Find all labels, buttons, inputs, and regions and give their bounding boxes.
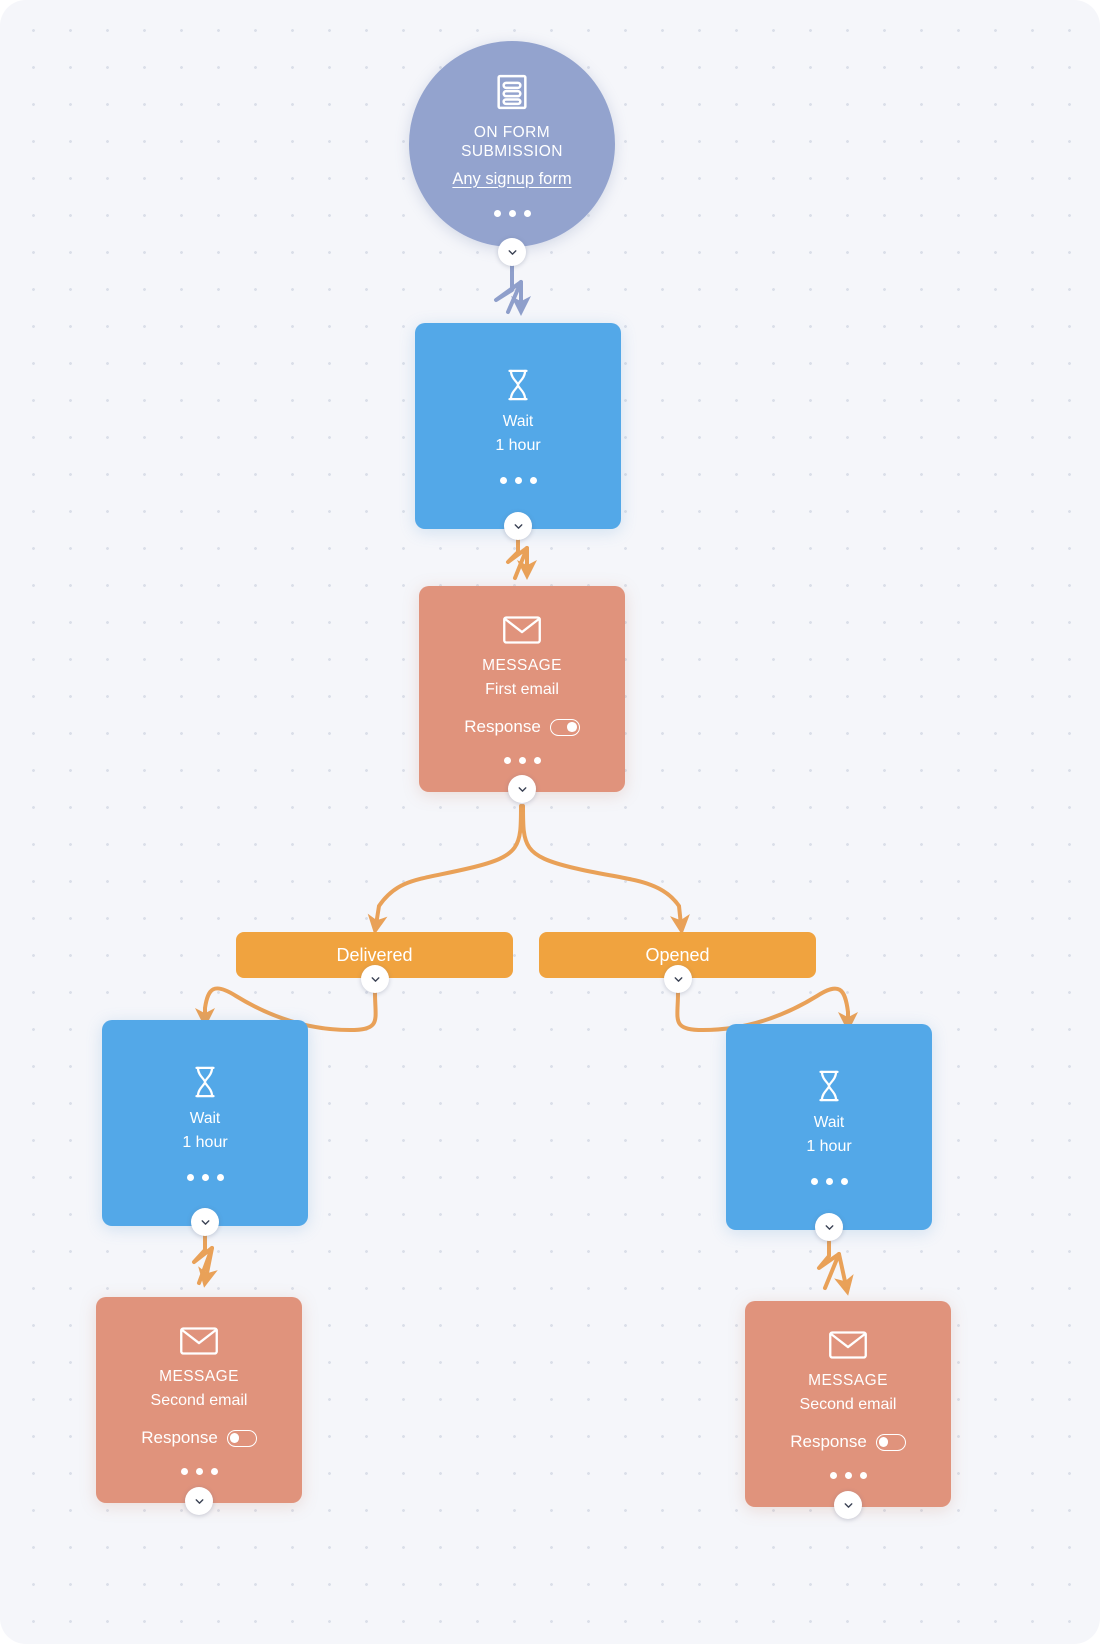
node-wait-left[interactable]: Wait 1 hour <box>102 1020 308 1226</box>
hourglass-icon <box>189 1065 221 1099</box>
trigger-more-options[interactable] <box>493 209 531 217</box>
wait-right-more-options[interactable] <box>810 1178 848 1185</box>
envelope-icon <box>178 1325 220 1357</box>
trigger-add-step-handle[interactable] <box>498 238 526 266</box>
message-right-more-options[interactable] <box>829 1472 867 1479</box>
node-message-left-second-email[interactable]: MESSAGE Second email Response <box>96 1297 302 1503</box>
message-1-response-toggle[interactable] <box>549 718 580 736</box>
edge-wait-left-to-message-left <box>192 1234 218 1288</box>
envelope-icon <box>827 1329 869 1361</box>
message-right-response-row: Response <box>790 1432 906 1452</box>
node-on-form-submission[interactable]: ON FORM SUBMISSION Any signup form <box>409 41 615 247</box>
edge-trigger-to-wait <box>494 264 531 316</box>
wait-left-label: Wait <box>189 1110 221 1127</box>
message-1-response-label: Response <box>464 717 541 736</box>
branch-opened-text: Opened <box>645 944 710 965</box>
edge-fork <box>367 804 690 935</box>
message-right-response-toggle[interactable] <box>875 1433 906 1451</box>
wait-right-add-step-handle[interactable] <box>815 1213 843 1241</box>
wait-left-add-step-handle[interactable] <box>191 1208 219 1236</box>
form-icon <box>492 72 532 112</box>
message-right-name: Second email <box>799 1396 897 1413</box>
wait-1-add-step-handle[interactable] <box>504 512 532 540</box>
message-1-name: First email <box>485 681 559 698</box>
branch-opened-add-step-handle[interactable] <box>664 965 692 993</box>
wait-right-label: Wait <box>813 1114 845 1131</box>
trigger-source-link[interactable]: Any signup form <box>452 169 572 188</box>
message-left-kind: MESSAGE <box>159 1368 239 1385</box>
message-left-name: Second email <box>150 1392 248 1409</box>
trigger-title-line2: SUBMISSION <box>461 142 563 160</box>
node-wait-right[interactable]: Wait 1 hour <box>726 1024 932 1230</box>
message-right-kind: MESSAGE <box>808 1372 888 1389</box>
message-left-more-options[interactable] <box>180 1468 218 1475</box>
edge-wait-right-to-message-right <box>817 1240 854 1296</box>
edge-wait-to-message <box>506 538 537 580</box>
node-message-right-second-email[interactable]: MESSAGE Second email Response <box>745 1301 951 1507</box>
branch-delivered-text: Delivered <box>336 944 413 965</box>
wait-1-label: Wait <box>502 413 534 430</box>
node-message-first-email[interactable]: MESSAGE First email Response <box>419 586 625 792</box>
trigger-title-line1: ON FORM <box>473 123 551 141</box>
message-left-response-toggle[interactable] <box>226 1429 257 1447</box>
envelope-icon <box>501 614 543 646</box>
message-1-kind: MESSAGE <box>482 657 562 674</box>
wait-1-more-options[interactable] <box>499 477 537 484</box>
message-1-response-row: Response <box>464 717 580 737</box>
wait-right-value: 1 hour <box>806 1138 852 1155</box>
wait-left-more-options[interactable] <box>186 1174 224 1181</box>
hourglass-icon <box>502 368 534 402</box>
message-1-more-options[interactable] <box>503 757 541 764</box>
branch-delivered-add-step-handle[interactable] <box>361 965 389 993</box>
message-right-response-label: Response <box>790 1432 867 1451</box>
node-wait-1[interactable]: Wait 1 hour <box>415 323 621 529</box>
message-1-add-step-handle[interactable] <box>508 775 536 803</box>
wait-left-value: 1 hour <box>182 1134 228 1151</box>
hourglass-icon <box>813 1069 845 1103</box>
message-left-response-label: Response <box>141 1428 218 1447</box>
message-left-add-step-handle[interactable] <box>185 1487 213 1515</box>
wait-1-value: 1 hour <box>495 437 541 454</box>
message-left-response-row: Response <box>141 1428 257 1448</box>
message-right-add-step-handle[interactable] <box>834 1491 862 1519</box>
